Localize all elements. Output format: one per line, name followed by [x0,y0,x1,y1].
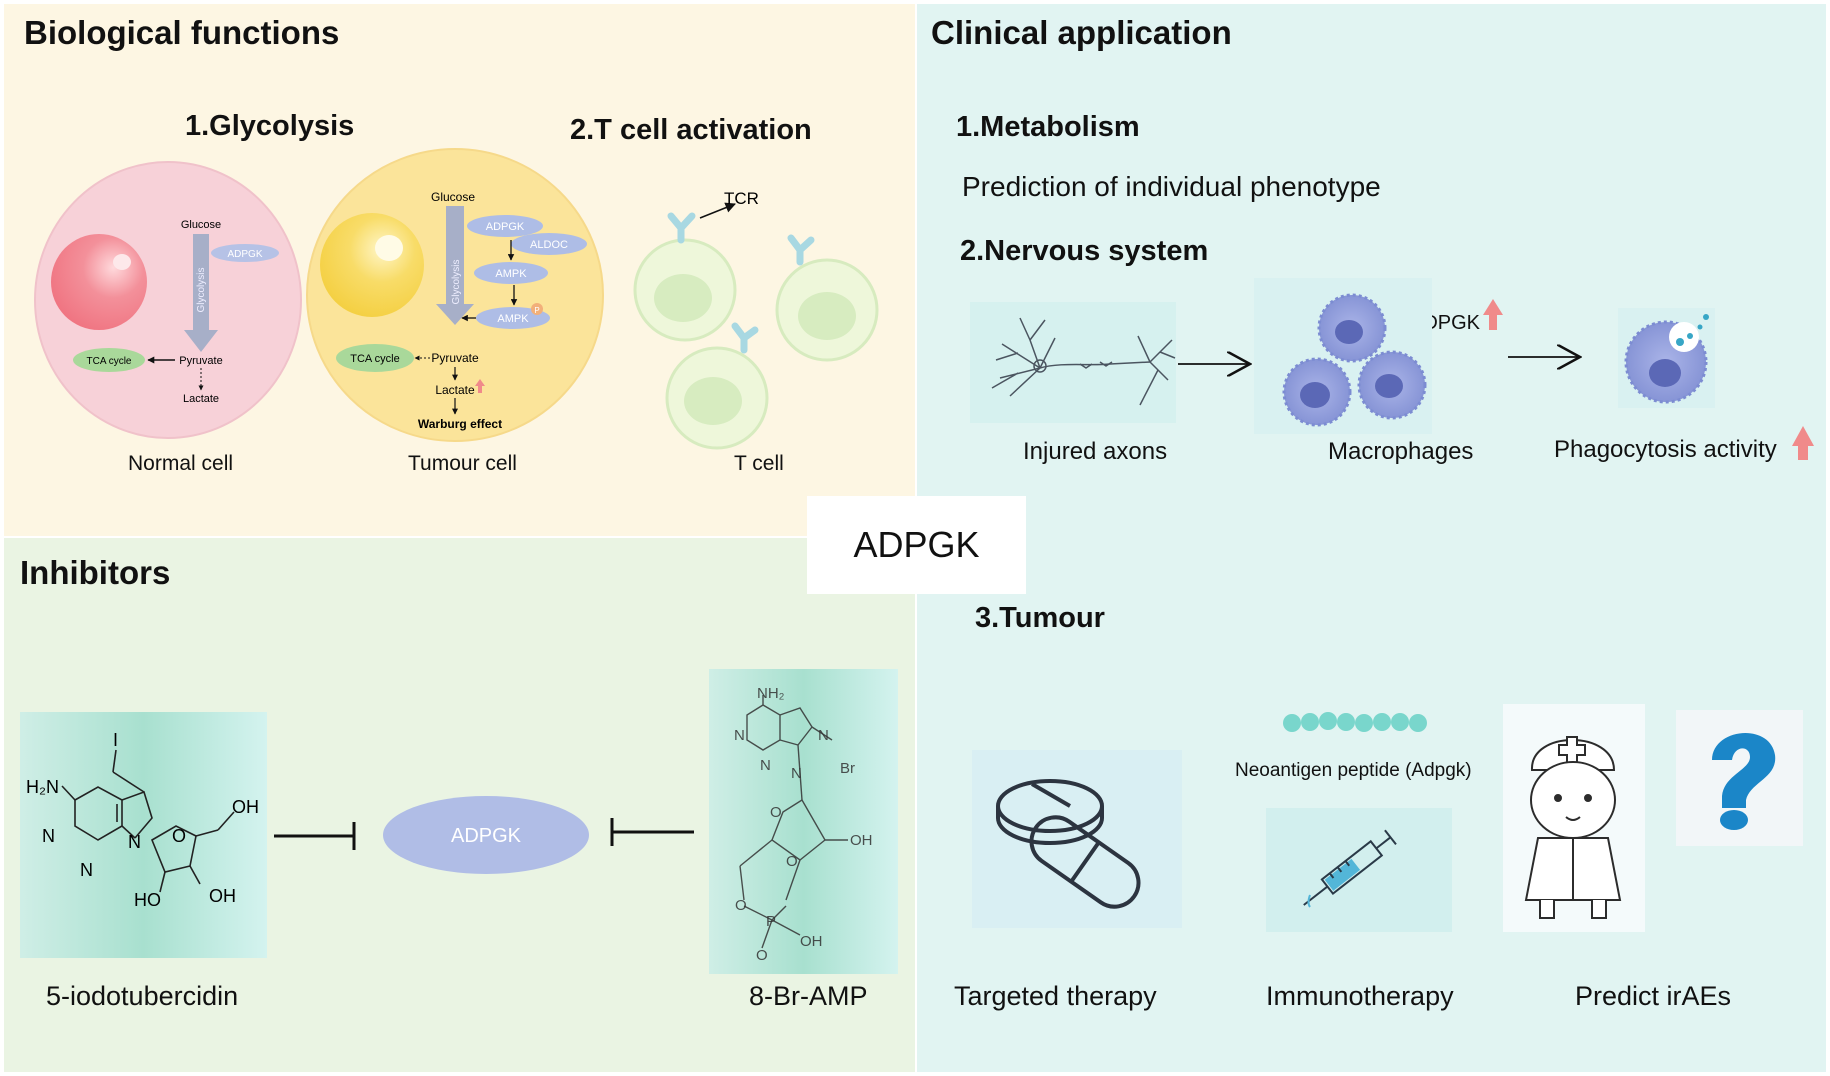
syringe-icon [1303,829,1397,908]
normal-glycolysis-label: Glycolysis [196,267,207,312]
normal-glucose-label: Glucose [181,219,221,231]
iodotubercidin-caption: 5-iodotubercidin [46,981,239,1011]
tcell-caption: T cell [734,452,784,475]
br-amp-o4: O [756,947,768,964]
br-amp-oh1: OH [850,832,873,849]
metabolism-heading: 1.Metabolism [956,111,1140,143]
doctor-icon [1524,736,1622,919]
br-amp-n3: N [818,727,829,744]
inhibitor-adpgk-ellipse [383,796,589,874]
iodotubercidin-n1: N [42,826,55,846]
tumour-p-label: P [534,306,539,315]
iodotubercidin-oh2: OH [209,886,236,906]
targeted-therapy-caption: Targeted therapy [954,981,1157,1011]
br-amp-nh2: NH₂ [757,685,785,702]
normal-lactate-label: Lactate [183,393,219,405]
br-amp-p: P [766,913,776,930]
phagocyte-icon [1624,314,1709,404]
warburg-label: Warburg effect [418,417,502,431]
tumour-adpgk-label: ADPGK [486,221,525,233]
phagocytosis-caption: Phagocytosis activity [1554,436,1777,463]
br-amp-structure-bg [709,669,898,974]
normal-cell-nucleus [51,234,147,330]
inhibitors-title: Inhibitors [20,554,171,591]
br-amp-n4: N [791,765,802,782]
iodotubercidin-oh: OH [232,797,259,817]
clinical-application-title: Clinical application [931,14,1232,51]
injured-axon-icon [991,317,1176,406]
br-amp-br: Br [840,760,855,777]
center-adpgk-box: ADPGK [807,496,1026,594]
biological-functions-title: Biological functions [24,14,340,51]
immunotherapy-caption: Immunotherapy [1266,981,1454,1011]
iodotubercidin-i: I [113,730,118,750]
metabolism-text: Prediction of individual phenotype [962,171,1381,202]
question-mark-icon [1712,732,1776,830]
br-amp-caption: 8-Br-AMP [749,981,868,1011]
macrophages-caption: Macrophages [1328,438,1474,465]
nervous-heading: 2.Nervous system [960,235,1209,267]
br-amp-oh2: OH [800,933,823,950]
iodotubercidin-n3: N [128,832,141,852]
neoantigen-peptide-icon [1283,712,1427,732]
iodotubercidin-ho: HO [134,890,161,910]
iodotubercidin-h2n: H₂N [26,777,59,797]
left-inhibition-arrow [274,822,356,850]
tumour-heading: 3.Tumour [975,602,1105,634]
phagocytosis-up-arrow-icon [1792,426,1814,460]
br-amp-o3: O [735,897,747,914]
tumour-cell-nucleus [320,213,424,317]
tcell-heading: 2.T cell activation [570,114,812,146]
glycolysis-heading: 1.Glycolysis [185,110,355,142]
normal-adpgk-label: ADPGK [227,249,262,260]
inhibitor-adpgk-label: ADPGK [451,825,522,847]
normal-tca-label: TCA cycle [86,356,131,367]
br-amp-n2: N [760,757,771,774]
tumour-ampk1-label: AMPK [495,268,527,280]
tumour-cell-caption: Tumour cell [408,452,517,475]
tumour-pyruvate-label: Pyruvate [431,351,479,365]
injured-axons-caption: Injured axons [1023,438,1168,465]
tumour-glycolysis-label: Glycolysis [451,259,462,304]
iodotubercidin-structure-bg [20,712,267,958]
neoantigen-caption: Neoantigen peptide (Adpgk) [1235,760,1472,781]
right-inhibition-arrow [610,818,694,846]
tumour-tca-label: TCA cycle [350,353,400,365]
pill-icon [996,779,1141,909]
tumour-aldoc-label: ALDOC [530,239,568,251]
br-amp-structure [739,695,848,949]
iodotubercidin-n2: N [80,860,93,880]
tumour-cell-diagram [306,148,604,442]
adpgk-up-arrow-icon [1483,299,1503,330]
tcell-diagram [633,202,879,450]
normal-cell-diagram [34,161,302,439]
br-amp-n1: N [734,727,745,744]
macrophage-cells-icon [1282,293,1427,427]
iodotubercidin-structure [61,749,235,893]
normal-cell-caption: Normal cell [128,452,234,475]
br-amp-o1: O [770,804,782,821]
tumour-ampk2-label: AMPK [497,313,529,325]
tumour-lactate-label: Lactate [435,383,475,397]
br-amp-o2: O [786,853,798,870]
tumour-glucose-label: Glucose [431,190,475,204]
normal-pyruvate-label: Pyruvate [179,355,222,367]
iodotubercidin-o: O [172,826,186,846]
tcr-label: TCR [724,189,759,208]
predict-iraes-caption: Predict irAEs [1575,981,1732,1011]
